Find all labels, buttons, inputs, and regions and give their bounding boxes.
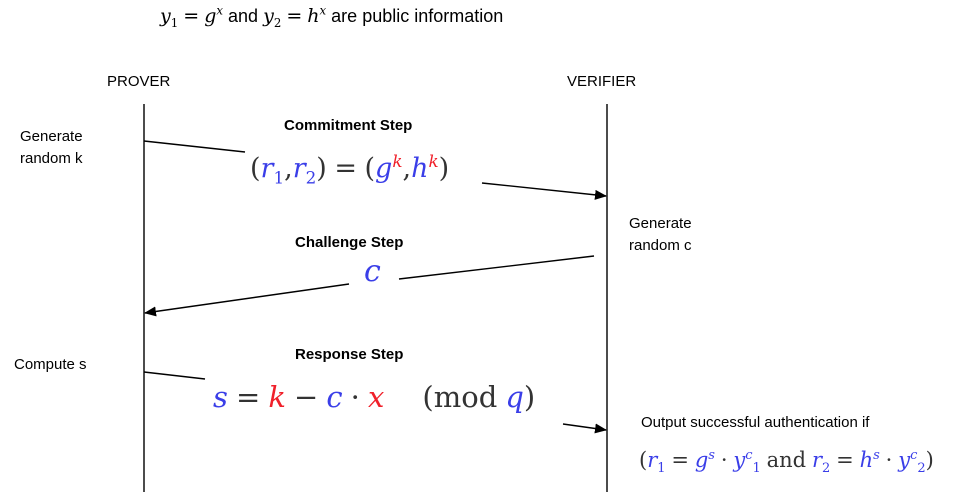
compute-s-note: Compute s	[14, 356, 87, 373]
response-step-title: Response Step	[295, 346, 404, 363]
prover-label: PROVER	[107, 73, 171, 90]
response-arrow-segment-1	[143, 371, 206, 380]
challenge-arrow-segment-1	[398, 255, 595, 280]
generate-c-note-line1: Generate	[629, 215, 692, 232]
response-arrow-segment-2	[562, 423, 607, 434]
commitment-arrow-segment-1	[143, 140, 246, 153]
commitment-arrow-segment-2	[481, 182, 607, 200]
challenge-formula: c	[364, 254, 381, 289]
commitment-formula: (r1,r2) = (gk,hk)	[250, 151, 450, 188]
public-info-header: y1 = gx and y2 = hx are public informati…	[160, 3, 504, 30]
output-note: Output successful authentication if	[641, 414, 870, 431]
response-formula: s = k − c · x (mod q)	[213, 380, 536, 414]
verifier-label: VERIFIER	[567, 73, 637, 90]
generate-k-note-line2: random k	[20, 150, 83, 167]
generate-c-note-line2: random c	[629, 237, 692, 254]
verification-formula: (r1 = gs · yc1 and r2 = hs · yc2)	[639, 448, 934, 477]
commitment-step-title: Commitment Step	[284, 117, 413, 134]
generate-k-note-line1: Generate	[20, 128, 83, 145]
challenge-arrow-segment-2	[144, 283, 350, 317]
challenge-step-title: Challenge Step	[295, 234, 404, 251]
